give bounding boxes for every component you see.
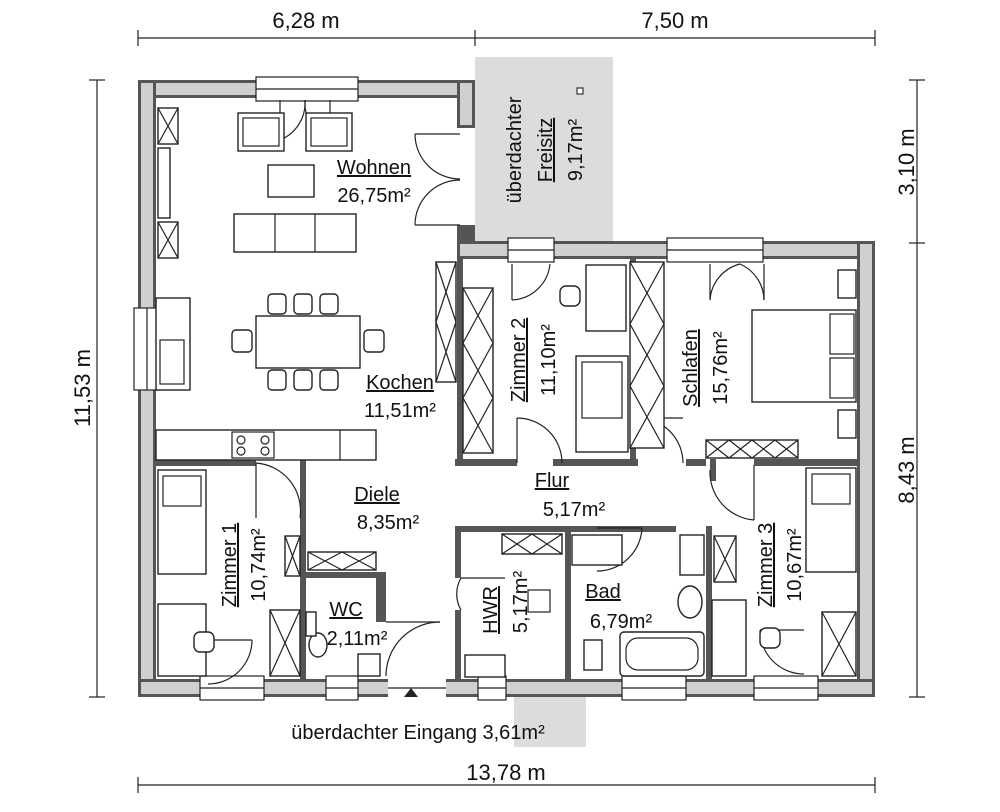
room-zimmer3-area: 10,67m²: [784, 528, 806, 602]
room-hwr-area: 5,17m²: [510, 571, 532, 634]
room-zimmer3-name: Zimmer 3: [755, 523, 777, 607]
diele-wc-furniture: [305, 551, 381, 677]
room-freisitz-area: 9,17m²: [565, 119, 587, 182]
room-diele-area: 8,35m²: [357, 512, 420, 534]
dim-top-right: 7,50 m: [641, 8, 708, 33]
entrance-arrow: [404, 688, 418, 697]
dim-bottom: 13,78 m: [466, 760, 546, 785]
room-schlafen-area: 15,76m²: [710, 331, 732, 405]
zimmer1-furniture: [157, 469, 301, 677]
room-wc-name: WC: [329, 599, 362, 621]
schlafen-furniture: [629, 261, 857, 459]
dimension-lines: [89, 30, 925, 793]
kitchen-furniture: [155, 261, 457, 461]
room-kochen-area: 11,51m²: [364, 400, 436, 422]
room-schlafen-name: Schlafen: [680, 329, 702, 407]
room-flur-area: 5,17m²: [543, 499, 606, 521]
room-wohnen-name: Wohnen: [337, 157, 411, 179]
hwr-bad-furniture: [464, 533, 705, 678]
freisitz-post: [576, 87, 584, 95]
zimmer2-furniture: [462, 264, 629, 454]
room-wc-area: 2,11m²: [327, 628, 388, 650]
room-freisitz-name2: Freisitz: [535, 118, 557, 182]
room-bad-area: 6,79m²: [590, 611, 653, 633]
zimmer3-furniture: [711, 467, 857, 677]
entrance-label: überdachter Eingang 3,61m²: [291, 722, 545, 744]
room-zimmer2-name: Zimmer 2: [508, 318, 530, 402]
dim-left: 11,53 m: [70, 349, 95, 427]
freisitz-area: [475, 57, 613, 241]
room-bad-name: Bad: [585, 581, 621, 603]
dim-right-bottom: 8,43 m: [894, 436, 919, 503]
room-wohnen-area: 26,75m²: [337, 185, 411, 207]
room-zimmer1-name: Zimmer 1: [219, 523, 241, 607]
room-flur-name: Flur: [535, 470, 570, 492]
doors: [207, 99, 805, 685]
living-furniture: [157, 107, 385, 391]
dim-right-top: 3,10 m: [894, 128, 919, 195]
room-zimmer1-area: 10,74m²: [248, 528, 270, 602]
room-zimmer2-area: 11,10m²: [538, 324, 560, 396]
entrance-area: [514, 695, 586, 747]
room-hwr-name: HWR: [480, 586, 502, 634]
room-freisitz-name1: überdachter: [504, 96, 526, 203]
dim-top-left: 6,28 m: [272, 8, 339, 33]
room-kochen-name: Kochen: [366, 372, 434, 394]
room-diele-name: Diele: [354, 484, 400, 506]
